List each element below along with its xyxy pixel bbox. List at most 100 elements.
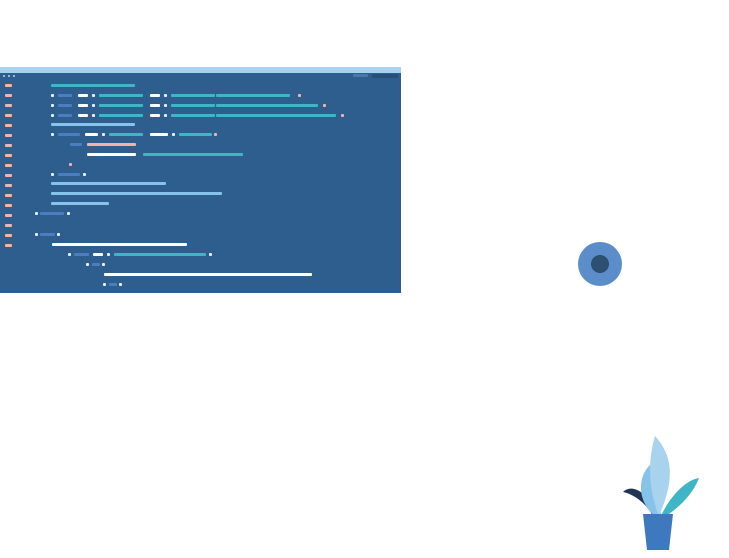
code-token (35, 233, 38, 236)
code-token (102, 263, 105, 266)
code-token (109, 283, 117, 286)
line-number (5, 114, 12, 117)
code-token (172, 133, 175, 136)
code-token (58, 104, 72, 107)
line-number (5, 84, 12, 87)
code-token (78, 94, 88, 97)
line-number (5, 244, 12, 247)
code-token (103, 283, 106, 286)
code-token (67, 212, 70, 215)
code-token (109, 133, 143, 136)
code-token (102, 133, 105, 136)
code-token (86, 263, 89, 266)
code-token (78, 114, 88, 117)
code-token (51, 94, 54, 97)
code-token (74, 253, 89, 256)
code-token (171, 94, 215, 97)
code-token (107, 253, 110, 256)
code-token (216, 114, 336, 117)
code-token (150, 114, 160, 117)
code-token (150, 133, 168, 136)
code-lines (0, 67, 401, 293)
potted-plant-icon (623, 436, 699, 550)
code-token (83, 173, 86, 176)
plant-leaf-pale (650, 436, 670, 516)
code-token (51, 202, 109, 205)
toolbar-control[interactable] (353, 74, 368, 77)
code-token (92, 94, 95, 97)
code-token (99, 114, 143, 117)
line-number (5, 94, 12, 97)
editor-toolbar (0, 73, 401, 79)
code-token (214, 133, 217, 136)
window-titlebar (0, 67, 401, 73)
code-token (323, 104, 326, 107)
window-dot-icon[interactable] (3, 75, 5, 77)
code-token (92, 104, 95, 107)
code-token (70, 143, 82, 146)
toolbar-button[interactable] (372, 74, 398, 78)
code-token (216, 94, 290, 97)
code-token (51, 104, 54, 107)
code-token (164, 94, 167, 97)
code-token (85, 133, 98, 136)
code-token (51, 173, 54, 176)
code-token (40, 212, 64, 215)
code-token (69, 163, 72, 166)
code-token (58, 114, 72, 117)
code-token (341, 114, 344, 117)
code-token (51, 84, 135, 87)
plant-pot (643, 514, 673, 550)
code-token (164, 114, 167, 117)
code-token (298, 94, 301, 97)
code-token (92, 263, 100, 266)
code-token (51, 123, 135, 126)
code-token (87, 143, 136, 146)
code-token (216, 104, 318, 107)
code-token (51, 133, 54, 136)
line-number (5, 174, 12, 177)
window-dot-icon[interactable] (8, 75, 10, 77)
code-token (58, 94, 72, 97)
code-token (57, 233, 60, 236)
code-token (171, 114, 215, 117)
line-number-gutter (0, 79, 14, 293)
eye-pupil (591, 255, 609, 273)
line-number (5, 124, 12, 127)
line-number (5, 224, 12, 227)
line-number (5, 154, 12, 157)
code-token (150, 104, 160, 107)
line-number (5, 144, 12, 147)
code-token (78, 104, 88, 107)
line-number (5, 214, 12, 217)
line-number (5, 194, 12, 197)
code-token (93, 253, 103, 256)
plant-leaf-teal (661, 478, 699, 518)
code-token (58, 173, 80, 176)
code-token (35, 212, 38, 215)
line-number (5, 234, 12, 237)
line-number (5, 104, 12, 107)
line-number (5, 204, 12, 207)
line-number (5, 164, 12, 167)
code-token (40, 233, 55, 236)
code-token (179, 133, 212, 136)
code-editor-window (0, 67, 401, 293)
code-token (104, 273, 312, 276)
code-token (209, 253, 212, 256)
code-token (114, 253, 206, 256)
code-token (119, 283, 122, 286)
code-token (58, 133, 80, 136)
eye-icon (578, 242, 622, 286)
code-token (52, 243, 187, 246)
code-token (171, 104, 215, 107)
line-number (5, 134, 12, 137)
code-token (150, 94, 160, 97)
code-token (51, 182, 166, 185)
line-number (5, 184, 12, 187)
code-token (99, 104, 143, 107)
code-token (143, 153, 243, 156)
code-token (87, 153, 136, 156)
window-dot-icon[interactable] (13, 75, 15, 77)
code-token (51, 114, 54, 117)
